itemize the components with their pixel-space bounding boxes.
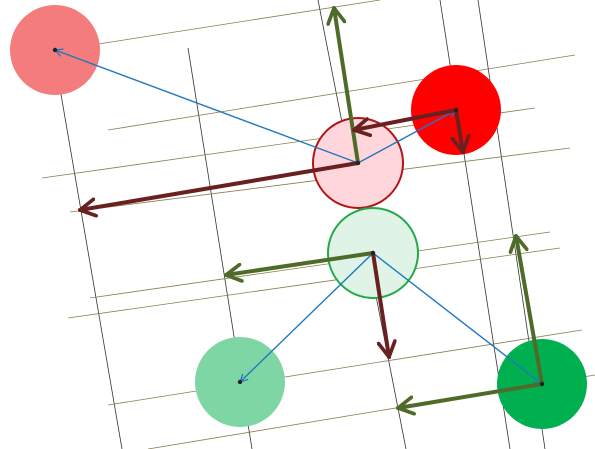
center-dot-mint-outlined — [370, 250, 376, 256]
center-dot-red — [453, 107, 459, 113]
arrow-mint-outlined-down — [371, 251, 389, 359]
grid-lines-horizontal — [41, 0, 595, 449]
arrow-pink-outlined-left — [78, 161, 360, 210]
connector-lines — [55, 50, 542, 384]
arrow-red-down — [456, 108, 463, 154]
center-dot-pink-outlined — [355, 160, 361, 166]
connector-pink-outlined-to-light-red — [55, 50, 359, 164]
arrow-green-up — [516, 234, 544, 386]
arrow-mint-outlined-left — [224, 251, 375, 275]
grid-line-horizontal-5 — [89, 231, 551, 299]
grid-line-horizontal-1 — [59, 0, 381, 51]
grid-lines-vertical — [51, 0, 546, 449]
connector-mint-outlined-to-light-green — [240, 252, 374, 382]
center-dot-light-green — [237, 379, 243, 385]
vector-arrows — [78, 6, 544, 408]
center-dot-light-red — [52, 47, 58, 53]
center-dots — [52, 47, 545, 387]
center-dot-green — [539, 381, 545, 387]
grid-line-vertical-1 — [51, 41, 123, 449]
grid-line-horizontal-6 — [67, 247, 561, 319]
connector-pink-outlined-to-red — [357, 110, 456, 164]
arrow-red-left — [352, 108, 458, 130]
arrow-green-left — [396, 382, 544, 408]
arrow-pink-outlined-up — [334, 6, 360, 165]
grid-line-horizontal-7 — [107, 329, 583, 406]
grid-line-horizontal-2 — [107, 54, 576, 131]
circle-nodes — [10, 5, 587, 429]
connector-mint-outlined-to-green — [372, 252, 542, 384]
